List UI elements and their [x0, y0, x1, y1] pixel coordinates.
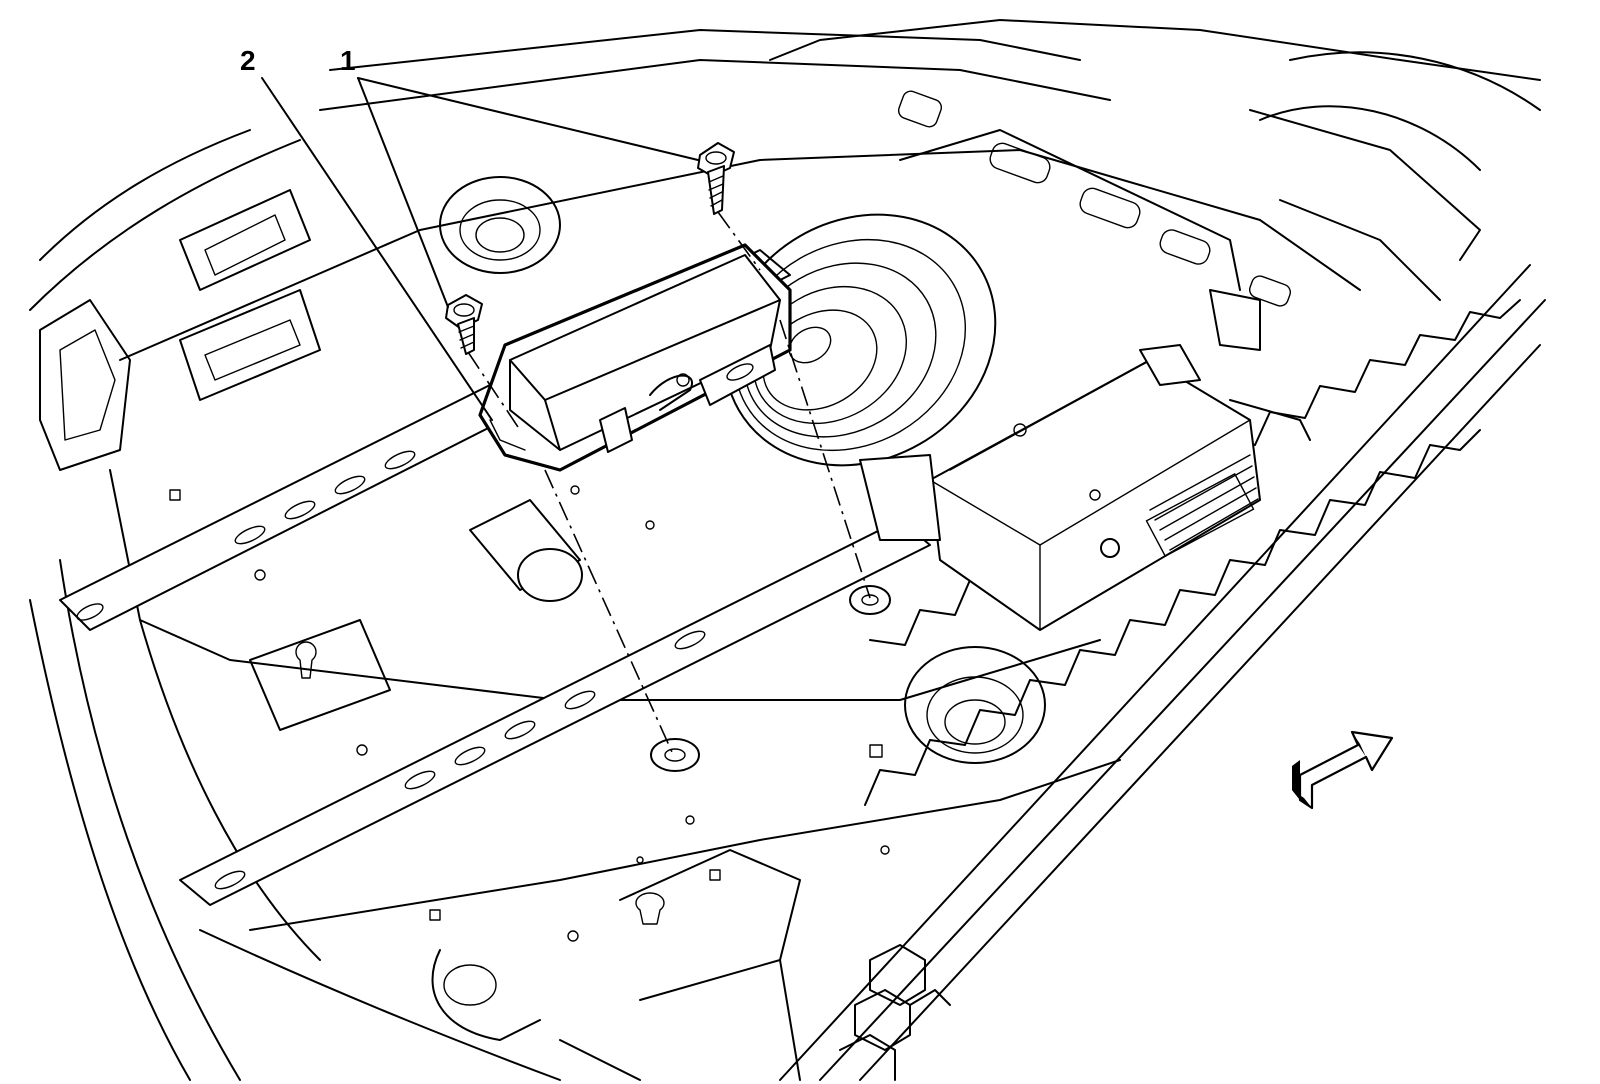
callout-1: 1: [340, 45, 699, 308]
fastener-bolt-upper-right: [697, 142, 735, 215]
adjacent-control-module: [859, 289, 1311, 631]
control-module: [478, 243, 792, 472]
fastener-bolt-left: [445, 294, 483, 355]
callout-2: 2: [240, 45, 493, 421]
callout-label-1: 1: [340, 45, 356, 76]
callout-label-2: 2: [240, 45, 256, 76]
direction-arrow-icon: [1292, 730, 1394, 810]
alignment-lines: [467, 211, 871, 753]
